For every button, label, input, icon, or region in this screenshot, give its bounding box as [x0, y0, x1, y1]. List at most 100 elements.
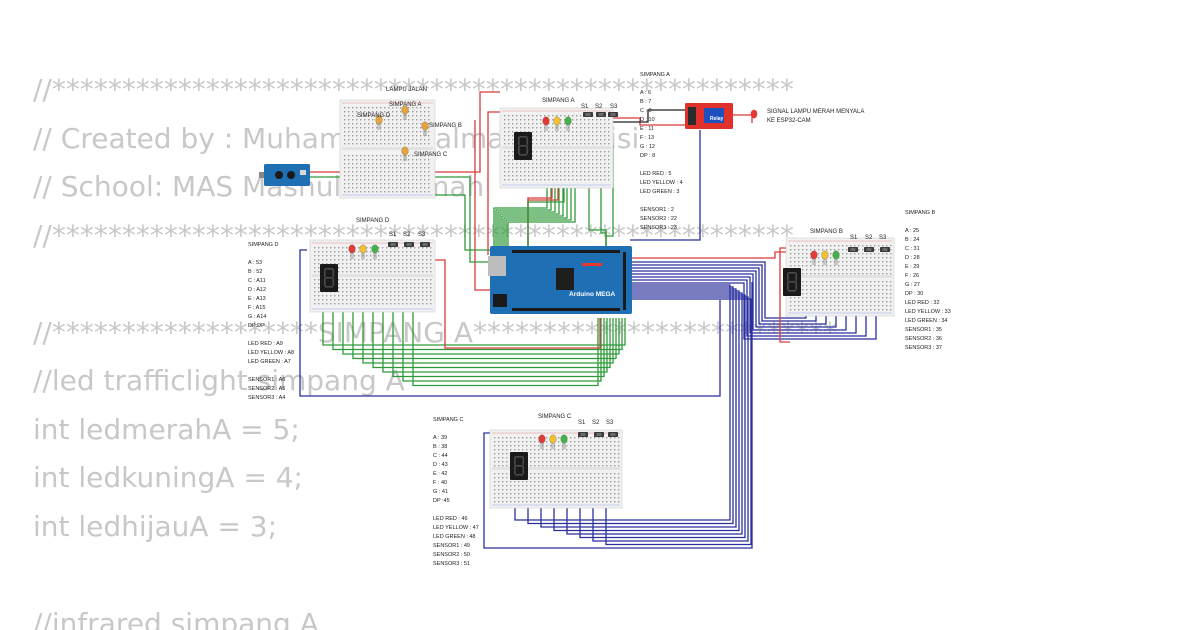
- breadboard-hole: [402, 255, 404, 257]
- breadboard-hole: [606, 493, 608, 495]
- breadboard-hole: [370, 247, 372, 249]
- pin-map-d-line: LED YELLOW : A8: [248, 350, 294, 356]
- breadboard-hole: [356, 175, 358, 177]
- breadboard-hole: [538, 477, 540, 479]
- breadboard-hole: [396, 111, 398, 113]
- breadboard-hole: [424, 171, 426, 173]
- breadboard-hole: [590, 445, 592, 447]
- pin-map-c-line: LED RED : 46: [433, 516, 468, 522]
- breadboard-hole: [802, 289, 804, 291]
- breadboard-hole: [574, 449, 576, 451]
- breadboard-hole: [530, 445, 532, 447]
- wire-relay-signal: [630, 130, 701, 241]
- breadboard-hole: [408, 163, 410, 165]
- breadboard-hole: [790, 265, 792, 267]
- breadboard-hole: [408, 139, 410, 141]
- breadboard-hole: [822, 293, 824, 295]
- breadboard-hole: [830, 245, 832, 247]
- breadboard-hole: [830, 281, 832, 283]
- breadboard-hole: [604, 155, 606, 157]
- breadboard-hole: [596, 143, 598, 145]
- breadboard-hole: [556, 179, 558, 181]
- breadboard-hole: [414, 279, 416, 281]
- breadboard-hole: [614, 445, 616, 447]
- breadboard-hole: [596, 175, 598, 177]
- breadboard-hole: [576, 143, 578, 145]
- breadboard-hole: [398, 271, 400, 273]
- breadboard-hole: [526, 497, 528, 499]
- breadboard-hole: [834, 269, 836, 271]
- breadboard-hole: [584, 159, 586, 161]
- breadboard-hole: [526, 493, 528, 495]
- breadboard-hole: [806, 305, 808, 307]
- breadboard-hole: [570, 437, 572, 439]
- breadboard-hole: [560, 159, 562, 161]
- breadboard-hole: [412, 131, 414, 133]
- breadboard-hole: [588, 151, 590, 153]
- breadboard-hole: [420, 123, 422, 125]
- breadboard-hole: [352, 139, 354, 141]
- breadboard-hole: [520, 127, 522, 129]
- breadboard-hole: [360, 191, 362, 193]
- breadboard-hole: [498, 449, 500, 451]
- breadboard-hole: [376, 127, 378, 129]
- breadboard-hole: [412, 183, 414, 185]
- breadboard-hole: [348, 115, 350, 117]
- breadboard-hole: [598, 457, 600, 459]
- breadboard-hole: [424, 159, 426, 161]
- breadboard-hole: [608, 135, 610, 137]
- breadboard-hole: [346, 299, 348, 301]
- breadboard-hole: [546, 485, 548, 487]
- breadboard-hole: [368, 163, 370, 165]
- breadboard-hole: [606, 441, 608, 443]
- breadboard-hole: [508, 167, 510, 169]
- breadboard-hole: [596, 119, 598, 121]
- wire-d-blue: [299, 249, 721, 397]
- breadboard-hole: [414, 299, 416, 301]
- breadboard-hole: [600, 139, 602, 141]
- breadboard-hole: [542, 485, 544, 487]
- breadboard-hole: [574, 457, 576, 459]
- breadboard-hole: [532, 115, 534, 117]
- breadboard-hole: [382, 267, 384, 269]
- breadboard-hole: [830, 269, 832, 271]
- breadboard-hole: [870, 293, 872, 295]
- breadboard-hole: [524, 123, 526, 125]
- segment: [788, 281, 796, 283]
- breadboard-hole: [396, 171, 398, 173]
- breadboard-hole: [416, 135, 418, 137]
- breadboard-hole: [398, 263, 400, 265]
- breadboard-hole: [404, 155, 406, 157]
- breadboard-hole: [368, 175, 370, 177]
- breadboard-hole: [802, 245, 804, 247]
- breadboard-hole: [586, 437, 588, 439]
- segment: [518, 146, 520, 154]
- breadboard-hole: [594, 457, 596, 459]
- breadboard-hole: [546, 473, 548, 475]
- breadboard-hole: [810, 289, 812, 291]
- breadboard-hole: [534, 485, 536, 487]
- pin-map-a-line: SENSOR3 : 23: [640, 225, 677, 231]
- breadboard-hole: [420, 131, 422, 133]
- breadboard-hole: [390, 283, 392, 285]
- breadboard-hole: [850, 269, 852, 271]
- breadboard-hole: [802, 293, 804, 295]
- breadboard-hole: [608, 171, 610, 173]
- breadboard-hole: [850, 273, 852, 275]
- breadboard-hole: [602, 453, 604, 455]
- breadboard-hole: [538, 457, 540, 459]
- breadboard-hole: [388, 187, 390, 189]
- breadboard-hole: [372, 167, 374, 169]
- breadboard-hole: [368, 183, 370, 185]
- pin-map-b-line: LED YELLOW : 33: [905, 309, 951, 315]
- breadboard-hole: [330, 263, 332, 265]
- breadboard-hole: [526, 485, 528, 487]
- breadboard-channel: [502, 146, 611, 149]
- breadboard-hole: [530, 465, 532, 467]
- breadboard-hole: [352, 111, 354, 113]
- breadboard-hole: [374, 283, 376, 285]
- breadboard-hole: [572, 123, 574, 125]
- breadboard-hole: [614, 477, 616, 479]
- breadboard-hole: [818, 281, 820, 283]
- breadboard-hole: [890, 285, 892, 287]
